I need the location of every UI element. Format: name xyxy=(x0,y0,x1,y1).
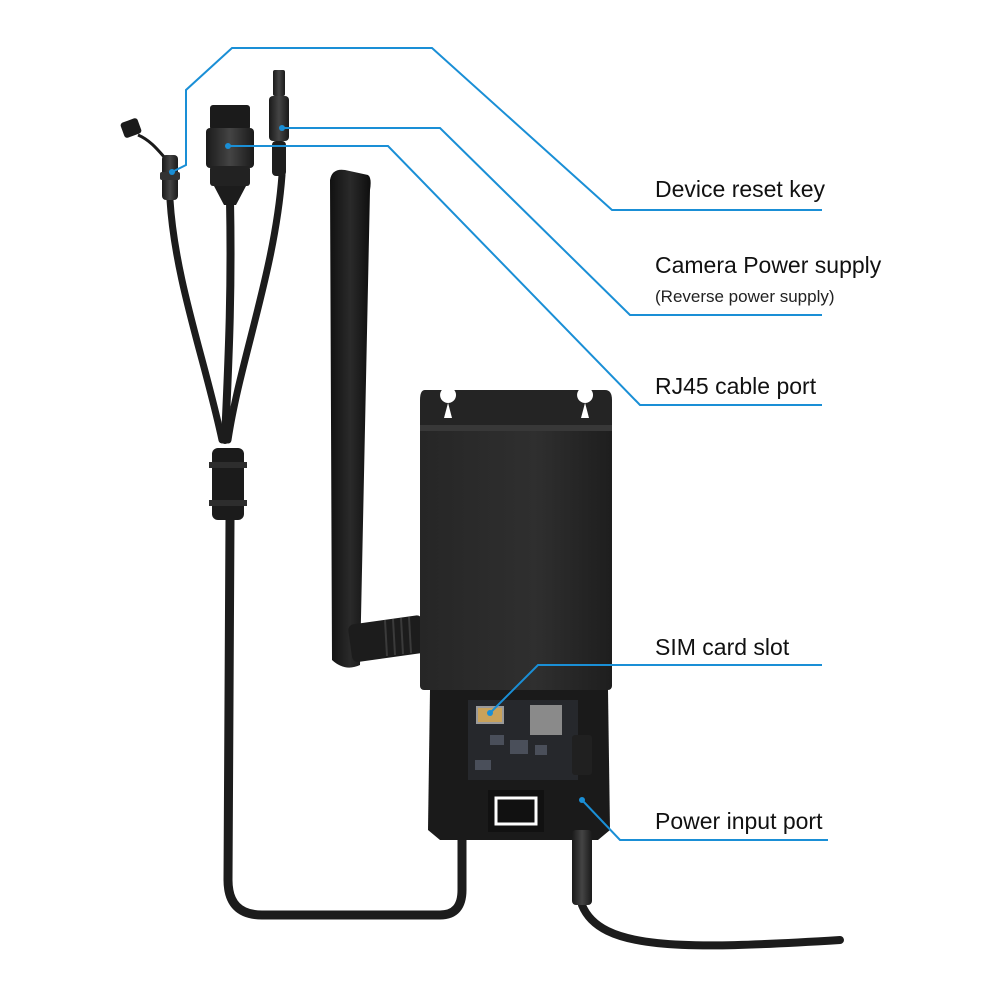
reset-key-connector xyxy=(120,118,180,200)
power-input-cable xyxy=(578,901,844,950)
dc-cable xyxy=(224,171,286,444)
label-power-input-port: Power input port xyxy=(655,808,823,834)
reset-cable xyxy=(166,196,226,444)
label-rj45-cable-port: RJ45 cable port xyxy=(655,373,817,399)
cable-splitter xyxy=(209,448,247,520)
router-device xyxy=(420,387,612,905)
main-cable xyxy=(223,515,467,920)
callout-rj45 xyxy=(228,145,822,406)
rj45-connector xyxy=(206,105,254,205)
cable-harness xyxy=(166,171,844,950)
callout-sim-slot xyxy=(489,664,822,714)
callout-dots xyxy=(169,125,585,803)
label-reverse-power-supply: (Reverse power supply) xyxy=(655,287,835,306)
power-input-jack xyxy=(572,830,592,905)
device-cover xyxy=(420,425,612,690)
label-device-reset-key: Device reset key xyxy=(655,176,826,202)
label-camera-power-supply: Camera Power supply xyxy=(655,252,882,278)
callout-reset-key xyxy=(171,47,822,211)
label-sim-card-slot: SIM card slot xyxy=(655,634,790,660)
antenna xyxy=(330,169,427,668)
rj45-cable xyxy=(221,196,235,444)
callout-lines xyxy=(171,47,828,841)
mounting-bracket xyxy=(420,390,612,430)
callout-camera-power xyxy=(282,127,822,316)
dc-connector xyxy=(269,70,289,176)
callout-power-input xyxy=(581,799,828,841)
